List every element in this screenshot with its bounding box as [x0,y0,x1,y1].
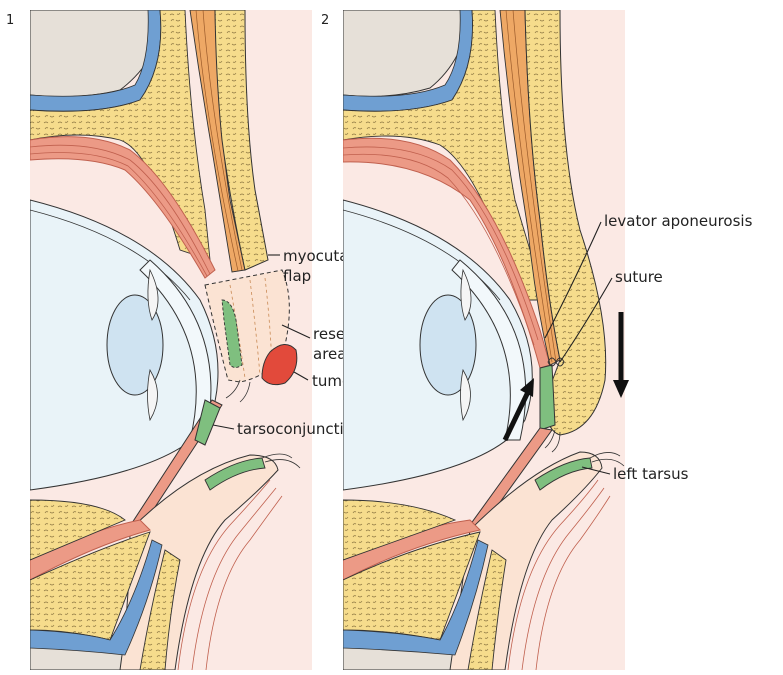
tumor [261,344,298,386]
upper-tarsus-flap-2 [539,364,556,431]
leader-left-tarsus [581,466,611,475]
vessel-lower-2 [343,539,489,656]
arrow-down [613,312,629,398]
panel-2-anatomy [343,10,625,670]
subcutaneous-fat-2 [524,10,607,436]
ciliary-body-upper [147,268,159,321]
panel-2-number: 2 [321,13,329,28]
lower-tarsus-2 [534,457,593,491]
label-suture: suture [615,268,663,286]
label-levator-aponeurosis: levator aponeurosis [604,212,753,230]
ciliary-body-upper-2 [460,268,472,321]
label-resected-area-line2: area [313,345,346,363]
leader-suture [559,277,613,363]
levator-muscle [30,136,216,279]
suture-knot [547,357,565,367]
panel-1: 1 [6,10,399,670]
leader-tumor [293,371,309,381]
orbital-fat-lower [30,499,126,561]
panel-1-number: 1 [6,13,14,28]
arrow-up [502,378,534,442]
tarsoconjunctival-flap [194,399,221,446]
leader-tarsoconjunctival-flap [212,424,235,430]
ciliary-body-lower-2 [460,368,471,422]
label-left-tarsus: left tarsus [613,465,689,483]
lens-2 [419,294,477,396]
resected-tarsus [221,299,243,368]
orbital-fat-lower-b-2 [343,531,481,641]
subcutaneous-fat-lower-2 [467,549,507,670]
subcutaneous-fat-upper [214,10,269,271]
panel-1-anatomy [30,10,312,670]
leader-resected-area [281,324,311,339]
panel-2: 2 [321,10,753,670]
orbital-fat-lower-a-2 [343,499,457,561]
lens [106,294,164,396]
lower-tarsus [204,457,266,491]
leader-levator-aponeurosis [544,221,602,339]
vessel-lower [30,539,163,656]
ciliary-body-lower [147,368,158,422]
orbital-fat-lower-2 [30,531,151,641]
label-myocutaneous-flap-line2: flap [283,267,311,285]
subcutaneous-fat-lower [139,549,181,670]
